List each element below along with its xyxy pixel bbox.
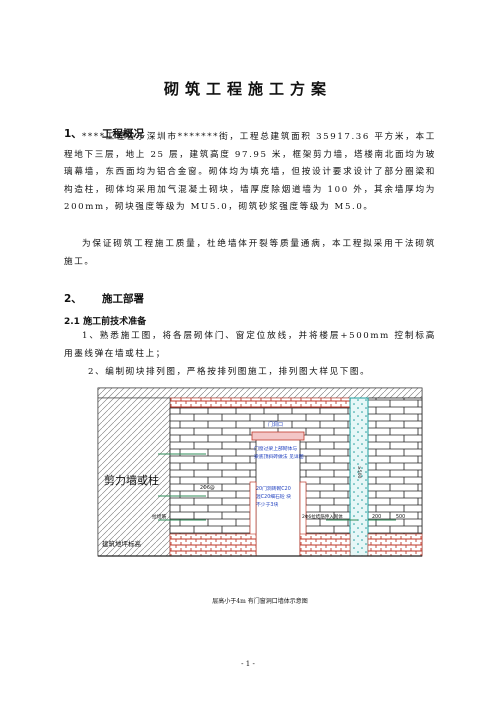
post-note-2: 不少于3块	[256, 501, 278, 508]
post-note: 混C20细石砼 块	[256, 493, 291, 500]
tie-label-4: 200	[372, 514, 381, 520]
door-label: 门洞口	[268, 421, 283, 428]
section-2-number: 2、	[64, 293, 82, 305]
paragraph-project-overview: ****工程位于深圳市*******街，工程总建筑面积 35917.36 平方米…	[64, 132, 436, 213]
section-2-heading: 2、 施工部署	[64, 291, 144, 306]
paragraph-quality-assurance: 为保证砌筑工程施工质量，杜绝墙体开裂等质量通病，本工程拟采用干法砌筑施工。	[64, 239, 436, 267]
top-slanted-bricks	[169, 397, 351, 409]
door-lintel	[251, 431, 305, 441]
section-1-heading: 1、 工程概况	[64, 126, 144, 141]
lintel-note: 门窗过梁上部砌体与	[254, 445, 297, 452]
page-number: - 1 -	[241, 660, 255, 668]
document-title: 砌筑工程施工方案	[163, 80, 332, 98]
section-1-title: 工程概况	[102, 128, 144, 140]
tie-label-1: 2Φ6@	[200, 485, 215, 491]
figure-caption: 层高小于4m 有门窗洞口墙体示意图	[212, 598, 308, 605]
section-1-number: 1、	[64, 128, 82, 140]
tie-label-2: 拉结筋	[152, 513, 167, 520]
floor-level-label: 建筑地坪标高	[102, 539, 142, 548]
tie-label-3: 2Φ6拉结筋伸入砌体	[302, 513, 343, 520]
shear-wall-label: 剪力墙或柱	[104, 473, 159, 487]
tie-label-5: 500	[396, 514, 405, 520]
tie-bars	[158, 453, 396, 521]
shear-wall	[97, 397, 171, 557]
side-dimension-label: ≥500	[356, 466, 362, 478]
base-bricks-right	[367, 533, 423, 557]
subsection-2-1-heading: 2.1 施工前技术准备	[64, 317, 147, 327]
paragraph-step-2: 2、编制砌块排列图，严格按排列图施工，排列图大样见下图。	[88, 367, 371, 377]
base-bricks-left	[169, 533, 257, 557]
masonry-arrangement-drawing: 剪力墙或柱 建筑地坪标高 门洞口 门窗过梁上部砌体与 梁底顶斜砖做法 见详图 2…	[97, 387, 423, 557]
frame-note: 20门洞砖砌C20	[256, 485, 291, 492]
block-wall-right	[367, 397, 423, 535]
section-2-title: 施工部署	[102, 293, 144, 305]
paragraph-step-1: 1、熟悉施工图，将各层砌体门、窗定位放线，并将楼层+500mm 控制标高用墨线弹…	[64, 331, 436, 359]
base-bricks-middle	[299, 533, 351, 557]
lintel-note-2: 梁底顶斜砖做法 见详图	[254, 453, 304, 460]
top-beam	[97, 387, 423, 399]
